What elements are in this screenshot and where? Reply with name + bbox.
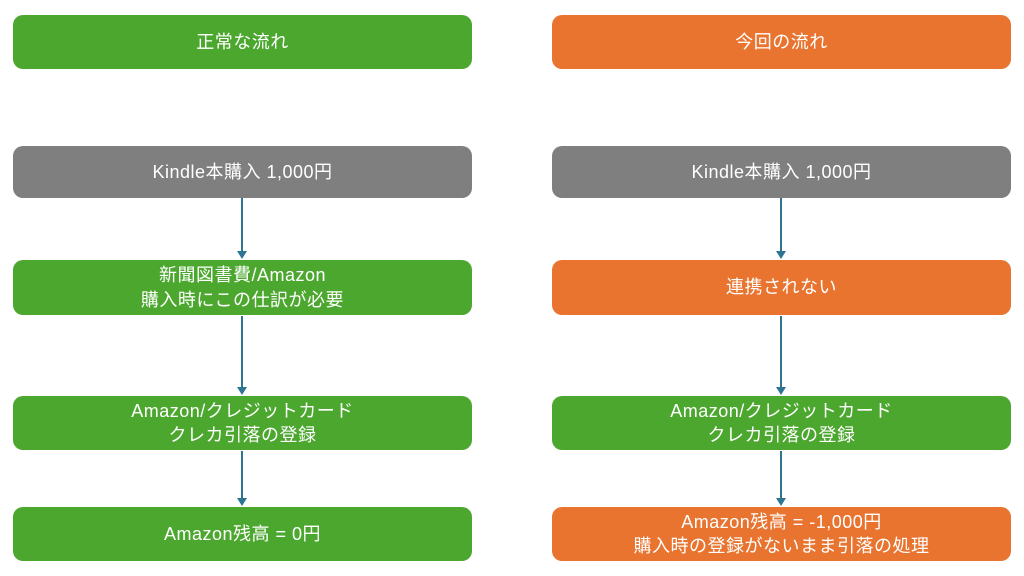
arrow-line — [241, 451, 243, 498]
flow-arrow-down — [775, 451, 787, 506]
step-label-line2: 購入時の登録がないまま引落の処理 — [633, 536, 930, 556]
arrow-line — [241, 316, 243, 387]
arrow-line — [780, 316, 782, 387]
step-label: 連携されない — [726, 277, 837, 298]
arrow-line — [241, 198, 243, 251]
flow-arrow-down — [775, 316, 787, 395]
step-right-not-linked: 連携されない — [552, 260, 1011, 315]
step-label-line1: Amazon残高 = -1,000円 — [681, 511, 882, 532]
arrow-head-icon — [237, 251, 247, 259]
step-label: Amazon残高 = 0円 — [163, 523, 322, 544]
step-left-credit-card-debit: Amazon/クレジットカード クレカ引落の登録 — [13, 396, 472, 450]
header-normal-flow-label: 正常な流れ — [196, 31, 289, 52]
flow-arrow-down — [236, 198, 248, 259]
step-label-line1: Amazon/クレジットカード — [131, 400, 354, 421]
step-left-balance-zero: Amazon残高 = 0円 — [13, 507, 472, 561]
flow-arrow-down — [236, 316, 248, 395]
arrow-head-icon — [237, 498, 247, 506]
header-normal-flow: 正常な流れ — [13, 15, 472, 69]
step-label: Kindle本購入 1,000円 — [691, 161, 872, 182]
step-right-balance-negative: Amazon残高 = -1,000円 購入時の登録がないまま引落の処理 — [552, 507, 1011, 561]
arrow-head-icon — [776, 498, 786, 506]
arrow-line — [780, 451, 782, 498]
step-label-line2: 購入時にこの仕訳が必要 — [140, 289, 345, 310]
step-label: Kindle本購入 1,000円 — [152, 161, 333, 182]
step-label-line2: クレカ引落の登録 — [168, 425, 317, 445]
arrow-head-icon — [237, 387, 247, 395]
step-left-journal-entry: 新聞図書費/Amazon 購入時にこの仕訳が必要 — [13, 260, 472, 315]
flow-arrow-down — [775, 198, 787, 259]
step-right-credit-card-debit: Amazon/クレジットカード クレカ引落の登録 — [552, 396, 1011, 450]
step-label-line1: 新聞図書費/Amazon — [158, 265, 327, 286]
step-right-kindle-purchase: Kindle本購入 1,000円 — [552, 146, 1011, 198]
header-current-flow-label: 今回の流れ — [735, 31, 828, 52]
header-current-flow: 今回の流れ — [552, 15, 1011, 69]
arrow-head-icon — [776, 251, 786, 259]
arrow-head-icon — [776, 387, 786, 395]
arrow-line — [780, 198, 782, 251]
step-left-kindle-purchase: Kindle本購入 1,000円 — [13, 146, 472, 198]
step-label-line1: Amazon/クレジットカード — [670, 400, 893, 421]
step-label-line2: クレカ引落の登録 — [707, 425, 856, 445]
flow-arrow-down — [236, 451, 248, 506]
